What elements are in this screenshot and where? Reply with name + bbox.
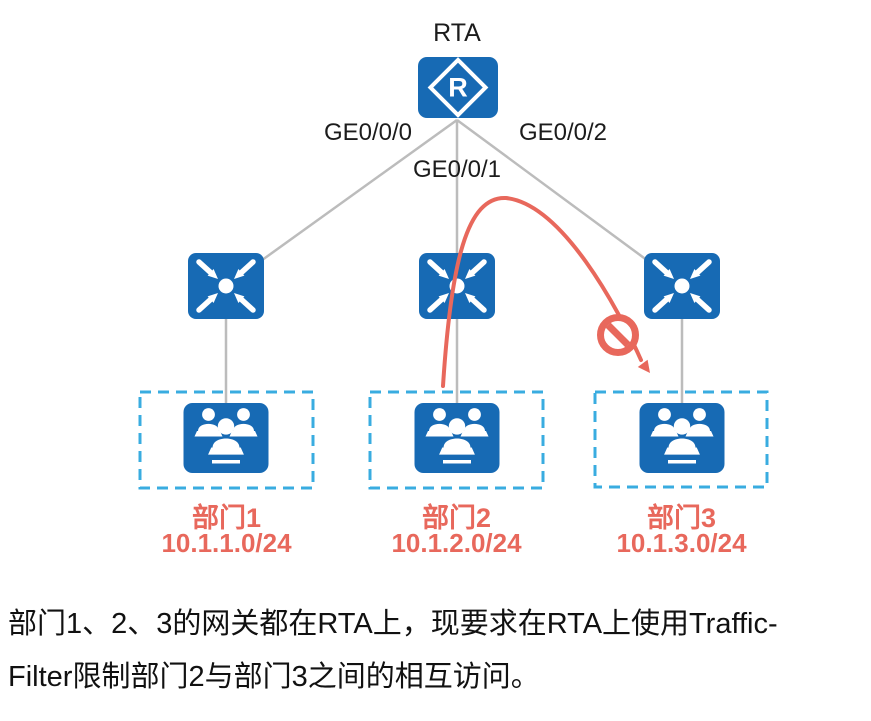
department-boundary-2 [368, 390, 545, 490]
interface-label-ge0-0-1: GE0/0/1 [412, 156, 502, 183]
router-icon: R [418, 57, 498, 118]
caption-line-2: Filter限制部门2与部门3之间的相互访问。 [8, 661, 540, 693]
department-label-3: 部门3 [646, 503, 717, 533]
router-label: RTA [433, 19, 481, 47]
link-rta-sw1 [225, 118, 458, 288]
switch-icon-1 [188, 253, 264, 319]
caption-line-1: 部门1、2、3的网关都在RTA上，现要求在RTA上使用Traffic- [8, 608, 778, 640]
department-label-1: 部门1 [191, 503, 262, 533]
switch-icon-3 [644, 253, 720, 319]
interface-label-ge0-0-2: GE0/0/2 [518, 119, 608, 146]
department-subnet-3: 10.1.3.0/24 [616, 528, 747, 558]
department-users-icon-1 [184, 403, 269, 473]
department-subnet-2: 10.1.2.0/24 [391, 528, 522, 558]
arrowhead [637, 359, 650, 373]
department-users-icon-3 [640, 403, 725, 473]
department-users-icon-2 [415, 403, 500, 473]
department-boundary-3 [593, 390, 769, 489]
interface-label-ge0-0-0: GE0/0/0 [323, 119, 413, 146]
topology-canvas: R [138, 57, 769, 490]
no-entry-icon [597, 314, 639, 356]
department-label-2: 部门2 [421, 503, 492, 533]
blocked-traffic-arrow [441, 195, 650, 388]
department-subnet-1: 10.1.1.0/24 [161, 528, 292, 558]
department-boundary-1 [138, 390, 315, 490]
caption: 部门1、2、3的网关都在RTA上，现要求在RTA上使用Traffic- Filt… [8, 598, 868, 704]
router-icon-letter: R [448, 73, 468, 103]
